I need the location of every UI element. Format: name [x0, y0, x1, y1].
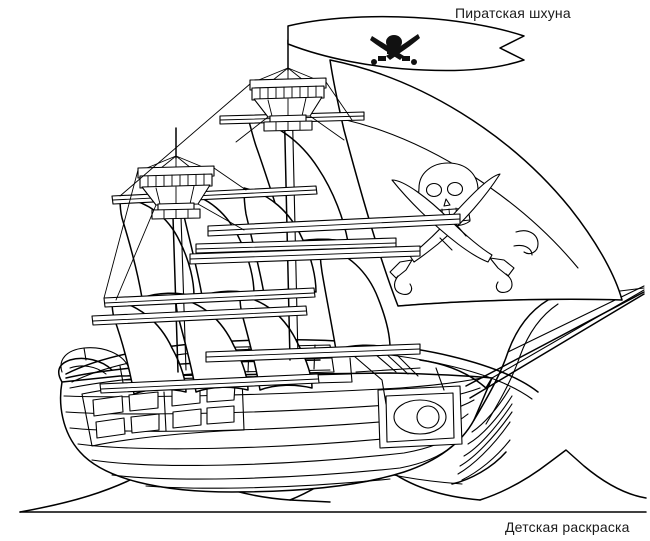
bow-group	[451, 285, 645, 485]
page-title: Пиратская шхуна	[455, 5, 571, 21]
lower-crows-nest	[137, 155, 215, 220]
pennant-flag-group	[287, 15, 525, 72]
rigging-group	[103, 81, 353, 301]
flag-jolly-roger-icon	[370, 34, 420, 65]
stern-windows-group	[92, 383, 236, 439]
upper-crows-nest	[249, 67, 327, 132]
footer-label: Детская раскраска	[505, 519, 630, 535]
cannon-port-group	[377, 385, 463, 449]
